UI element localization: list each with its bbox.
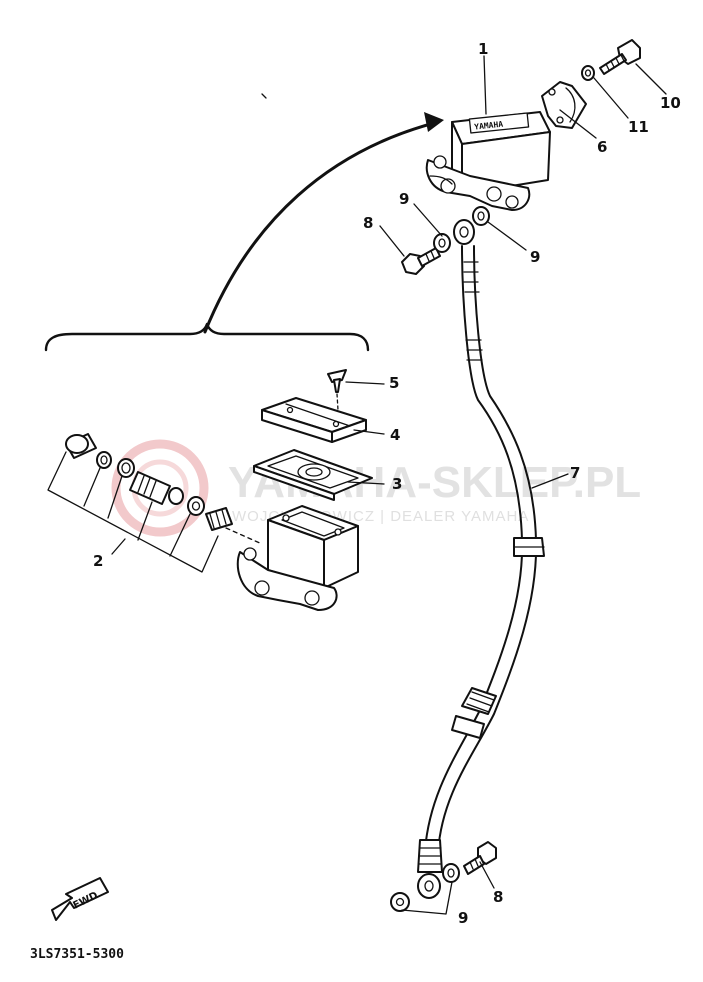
master-cylinder-assembly: YAMAHA: [425, 111, 551, 211]
callout-1: 1: [478, 40, 488, 58]
washer-9-bottom-right: [442, 863, 460, 883]
callout-9-bottom: 9: [458, 909, 468, 927]
part-code: 3LS7351-5300: [30, 947, 124, 962]
callout-11: 11: [628, 118, 649, 136]
callout-6: 6: [597, 138, 607, 156]
callout-8-bottom: 8: [493, 888, 503, 906]
piston-kit-2: [47, 433, 233, 573]
washer-9-top-right: [472, 206, 490, 226]
arrow-head: [424, 112, 444, 132]
callout-3: 3: [392, 475, 402, 493]
washer-9-bottom-left: [390, 892, 410, 912]
speck: [261, 93, 267, 99]
fwd-arrow: FWD: [51, 877, 109, 921]
washer-11: [581, 65, 595, 81]
callout-4: 4: [390, 426, 400, 444]
bolt-10: [599, 39, 641, 75]
washer-9-top-left: [433, 233, 451, 253]
union-bolt-8-top: [401, 247, 441, 275]
leader-lines: [345, 55, 667, 915]
reservoir-brand-text: YAMAHA: [474, 120, 504, 132]
detail-arrow: [203, 112, 444, 334]
diaphragm-3: [253, 449, 373, 501]
detail-brace: [44, 322, 370, 352]
callout-10: 10: [660, 94, 681, 112]
callout-5: 5: [389, 374, 399, 392]
cap-4: [261, 397, 367, 443]
callout-7: 7: [570, 464, 580, 482]
callout-9-top-right: 9: [530, 248, 540, 266]
master-cylinder-body: [225, 505, 359, 611]
callout-8-top: 8: [363, 214, 373, 232]
watermark: YAMAHA-SKLEP.PL WOJCIECHOWICZ | DEALER Y…: [111, 439, 641, 537]
callout-2: 2: [93, 552, 103, 570]
holder-part: [541, 81, 587, 129]
brake-hose: [417, 219, 545, 899]
screw-5: [327, 369, 347, 411]
callout-9-top-left: 9: [399, 190, 409, 208]
union-bolt-8-bottom: [463, 841, 497, 875]
watermark-logo: [111, 439, 209, 537]
callout-labels: 1 2 3 4 5 6 7 8 8 9 9 9 10 11: [93, 40, 681, 927]
